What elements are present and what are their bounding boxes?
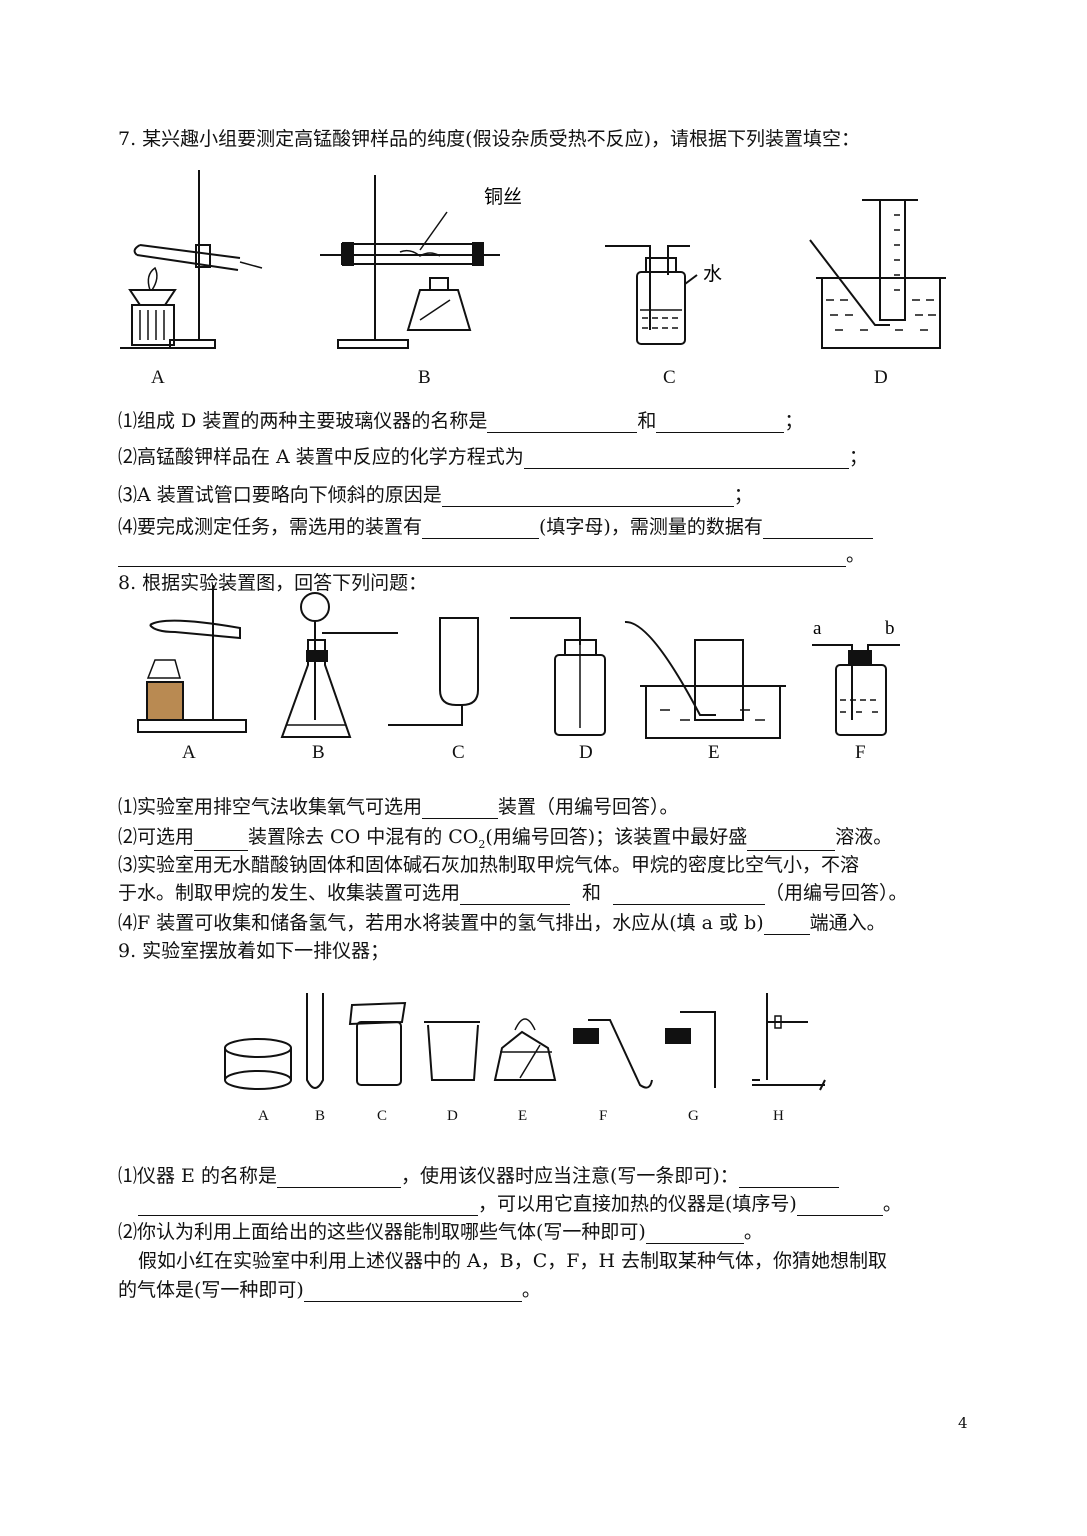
q9-label-h: H: [773, 1108, 784, 1124]
q9-label-d: D: [447, 1108, 458, 1124]
q8-label-a: A: [182, 742, 196, 763]
q8-part4: ⑷F 装置可收集和储备氢气，若用水将装置中的氢气排出，水应从(填 a 或 b)端…: [118, 912, 886, 935]
q8-part2: ⑵可选用装置除去 CO 中混有的 CO2(用编号回答)；该装置中最好盛溶液。: [118, 826, 893, 851]
q8-answer-1[interactable]: [422, 800, 499, 819]
q9-instrument-h: [752, 993, 826, 1091]
q7-apparatus-figure: 铜丝 水: [120, 170, 946, 349]
q9-instrument-c: [348, 1001, 407, 1086]
q7-answer-1a[interactable]: [487, 414, 638, 433]
q7-part3: ⑶A 装置试管口要略向下倾斜的原因是；: [118, 484, 753, 507]
q8-answer-4[interactable]: [763, 916, 810, 935]
q7-label-d: D: [874, 367, 888, 388]
q8-label-e: E: [708, 742, 720, 763]
q7-label-b: B: [418, 367, 431, 388]
port-b-label: b: [885, 618, 895, 639]
q7-answer-4a[interactable]: [422, 520, 540, 539]
q9-instrument-a: [224, 1038, 292, 1090]
q9-answer-3[interactable]: [303, 1283, 522, 1302]
q9-label-b: B: [315, 1108, 326, 1124]
q8-apparatus-b: [280, 592, 398, 738]
q9-answer-1d[interactable]: [796, 1197, 883, 1216]
q9-answer-2[interactable]: [645, 1225, 744, 1244]
q9-part2: ⑵你认为利用上面给出的这些仪器能制取哪些气体(写一种即可)。: [118, 1221, 763, 1244]
q9-label-c: C: [377, 1108, 388, 1124]
q9-answer-1c[interactable]: [138, 1197, 478, 1216]
q9-instrument-b: [306, 993, 324, 1089]
q7-apparatus-d: [809, 199, 946, 349]
page-number: 4: [958, 1414, 968, 1432]
q9-answer-1a[interactable]: [276, 1169, 401, 1188]
q7-answer-3[interactable]: [441, 488, 734, 507]
q7-part4: ⑷要完成测定任务，需选用的装置有(填字母)，需测量的数据有: [118, 512, 873, 539]
q8-answer-3a[interactable]: [460, 886, 571, 905]
port-a-label: a: [813, 618, 822, 639]
q9-instrument-d: [424, 1021, 480, 1081]
q7-apparatus-b: [320, 175, 500, 349]
q7-part4-cont: 。: [118, 540, 865, 567]
q8-part3: ⑶实验室用无水醋酸钠固体和固体碱石灰加热制取甲烷气体。甲烷的密度比空气小，不溶: [118, 854, 860, 876]
q7-label-a: A: [151, 367, 165, 388]
q8-part3-cont: 于水。制取甲烷的发生、收集装置可选用和（用编号回答）。: [118, 882, 908, 905]
q8-answer-2b[interactable]: [747, 832, 836, 851]
q8-label-c: C: [452, 742, 465, 763]
water-label: 水: [703, 263, 722, 285]
q9-label-a: A: [258, 1108, 269, 1124]
q7-part1: ⑴组成 D 装置的两种主要玻璃仪器的名称是和；: [118, 410, 804, 433]
q9-part1: ⑴仪器 E 的名称是，使用该仪器时应当注意(写一条即可)：: [118, 1161, 839, 1188]
q7-answer-2[interactable]: [523, 450, 849, 469]
q9-part1-cont: ，可以用它直接加热的仪器是(填序号)。: [138, 1189, 902, 1216]
q8-answer-2a[interactable]: [194, 832, 249, 851]
q8-label-d: D: [579, 742, 593, 763]
q8-apparatus-e: [624, 620, 786, 739]
q8-apparatus-c: [388, 617, 479, 726]
q9-instruments-figure: [224, 993, 826, 1091]
q7-answer-4b[interactable]: [762, 520, 873, 539]
q8-apparatus-f: [812, 644, 900, 736]
copper-wire-label: 铜丝: [484, 186, 522, 208]
q7-apparatus-c: [605, 245, 698, 345]
q8-label-b: B: [312, 742, 325, 763]
q9-part3: 假如小红在实验室中利用上述仪器中的 A，B，C，F，H 去制取某种气体，你猜她想…: [138, 1250, 888, 1272]
q9-title: 9. 实验室摆放着如下一排仪器；: [118, 940, 390, 962]
q8-apparatus-d: [510, 617, 606, 736]
q7-apparatus-a: [120, 170, 263, 349]
q9-label-e: E: [518, 1108, 528, 1124]
q8-label-f: F: [855, 742, 866, 763]
q7-answer-1b[interactable]: [656, 414, 785, 433]
q8-part1: ⑴实验室用排空气法收集氧气可选用装置（用编号回答）。: [118, 796, 679, 819]
q8-apparatus-figure: a b: [137, 585, 900, 739]
q9-instrument-e: [493, 1018, 557, 1081]
q7-title: 7. 某兴趣小组要测定高锰酸钾样品的纯度(假设杂质受热不反应)，请根据下列装置填…: [118, 128, 860, 150]
q7-label-c: C: [663, 367, 676, 388]
q8-apparatus-a: [137, 585, 247, 733]
q9-label-f: F: [599, 1108, 608, 1124]
q7-answer-4c[interactable]: [118, 548, 846, 567]
q8-answer-3b[interactable]: [613, 886, 766, 905]
q7-part2: ⑵高锰酸钾样品在 A 装置中反应的化学方程式为；: [118, 446, 868, 469]
q9-answer-1b[interactable]: [738, 1169, 839, 1188]
q9-label-g: G: [688, 1108, 699, 1124]
q8-title: 8. 根据实验装置图，回答下列问题：: [118, 572, 428, 594]
q9-instrument-g: [665, 1011, 716, 1088]
q9-instrument-f: [573, 1019, 653, 1089]
q9-part3-cont: 的气体是(写一种即可)。: [118, 1279, 541, 1302]
